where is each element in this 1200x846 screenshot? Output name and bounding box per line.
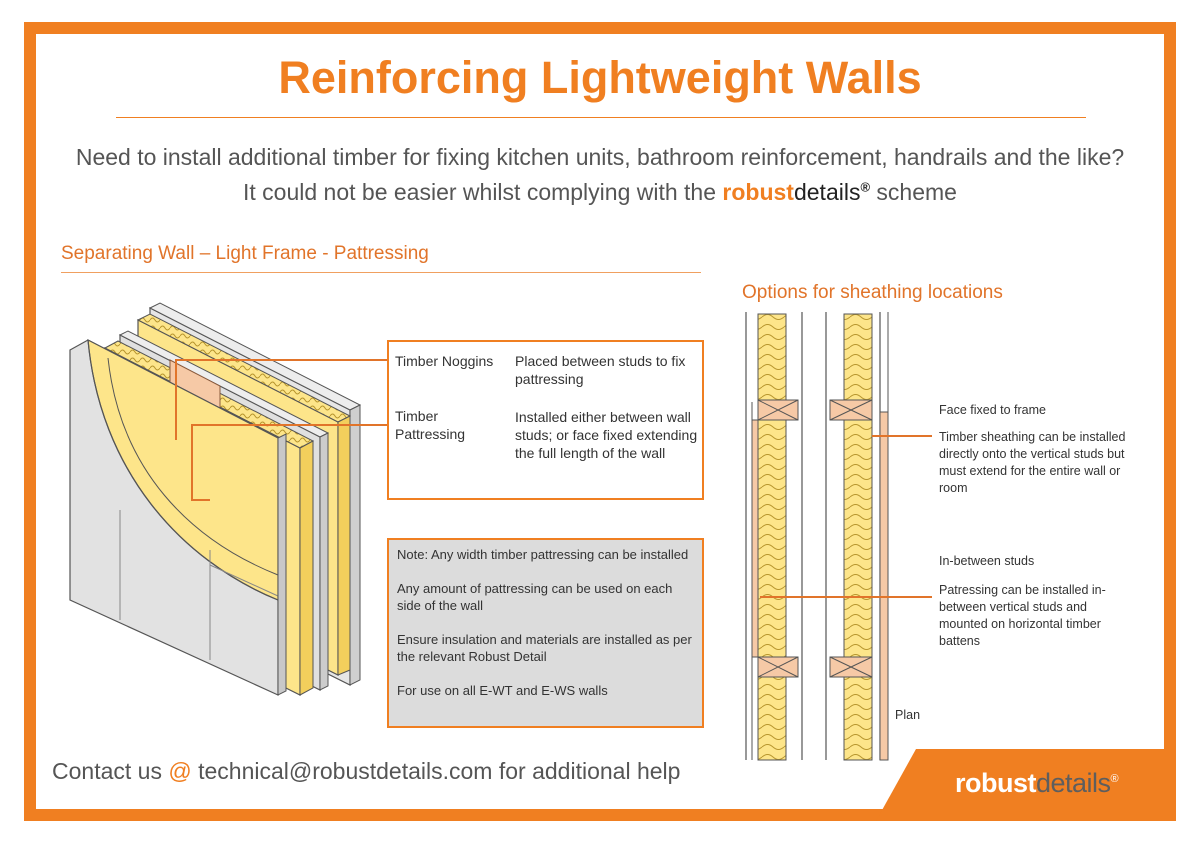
brand-details-text: details <box>793 179 861 205</box>
footer-logo-reg: ® <box>1110 773 1119 785</box>
callout-term-pattressing: Timber Pattressing <box>395 408 466 442</box>
title-divider <box>116 117 1086 118</box>
footer-logo-shape <box>876 749 1176 821</box>
callout-term-noggins: Timber Noggins <box>395 353 494 369</box>
contact-line: Contact us @ technical@robustdetails.com… <box>52 758 680 785</box>
between-heading: In-between studs <box>939 554 1035 568</box>
intro-line-1: Need to install additional timber for fi… <box>75 144 1125 170</box>
footer-logo-robust: robust <box>955 768 1037 798</box>
note-line-4: For use on all E-WT and E-WS walls <box>397 683 608 698</box>
page-title: Reinforcing Lightweight Walls <box>278 52 922 103</box>
footer-logo: robustdetails® <box>955 768 1119 799</box>
face-fixed-desc: Timber sheathing can be installed direct… <box>939 430 1126 495</box>
callout-desc-noggins: Placed between studs to fix pattressing <box>515 353 686 387</box>
intro-line-2-post: scheme <box>870 179 957 205</box>
plan-label: Plan <box>895 708 921 722</box>
right-section-title: Options for sheathing locations <box>742 282 1003 303</box>
left-insulation-column <box>757 313 787 761</box>
note-line-1: Note: Any width timber pattressing can b… <box>397 547 689 562</box>
intro-line-2: It could not be easier whilst complying … <box>0 179 1200 206</box>
right-insulation-column <box>843 313 873 761</box>
footer-logo-details: details <box>1036 768 1111 798</box>
face-fixed-sheathing <box>879 411 889 761</box>
left-section-divider <box>61 272 701 273</box>
between-desc: Patressing can be installed in-between v… <box>939 583 1106 648</box>
callout-box <box>387 340 704 500</box>
contact-email-text: technical@robustdetails.com for addition… <box>191 758 681 784</box>
contact-pre: Contact us <box>52 758 169 784</box>
left-section-title: Separating Wall – Light Frame - Pattress… <box>61 243 429 264</box>
plan-section-diagram <box>745 312 889 761</box>
note-line-3: Ensure insulation and materials are inst… <box>397 632 692 664</box>
at-icon: @ <box>168 758 192 784</box>
wall-isometric-illustration <box>69 302 362 696</box>
note-line-2: Any amount of pattressing can be used on… <box>397 581 673 613</box>
intro-line-2-pre: It could not be easier whilst complying … <box>243 179 723 205</box>
brand-reg-mark: ® <box>860 179 871 195</box>
note-box: Note: Any width timber pattressing can b… <box>387 538 704 728</box>
callout-desc-pattressing: Installed either between wall studs; or … <box>515 409 698 461</box>
brand-robust-text: robust <box>722 179 794 205</box>
face-fixed-heading: Face fixed to frame <box>939 403 1046 417</box>
between-studs-pattress <box>751 419 759 658</box>
